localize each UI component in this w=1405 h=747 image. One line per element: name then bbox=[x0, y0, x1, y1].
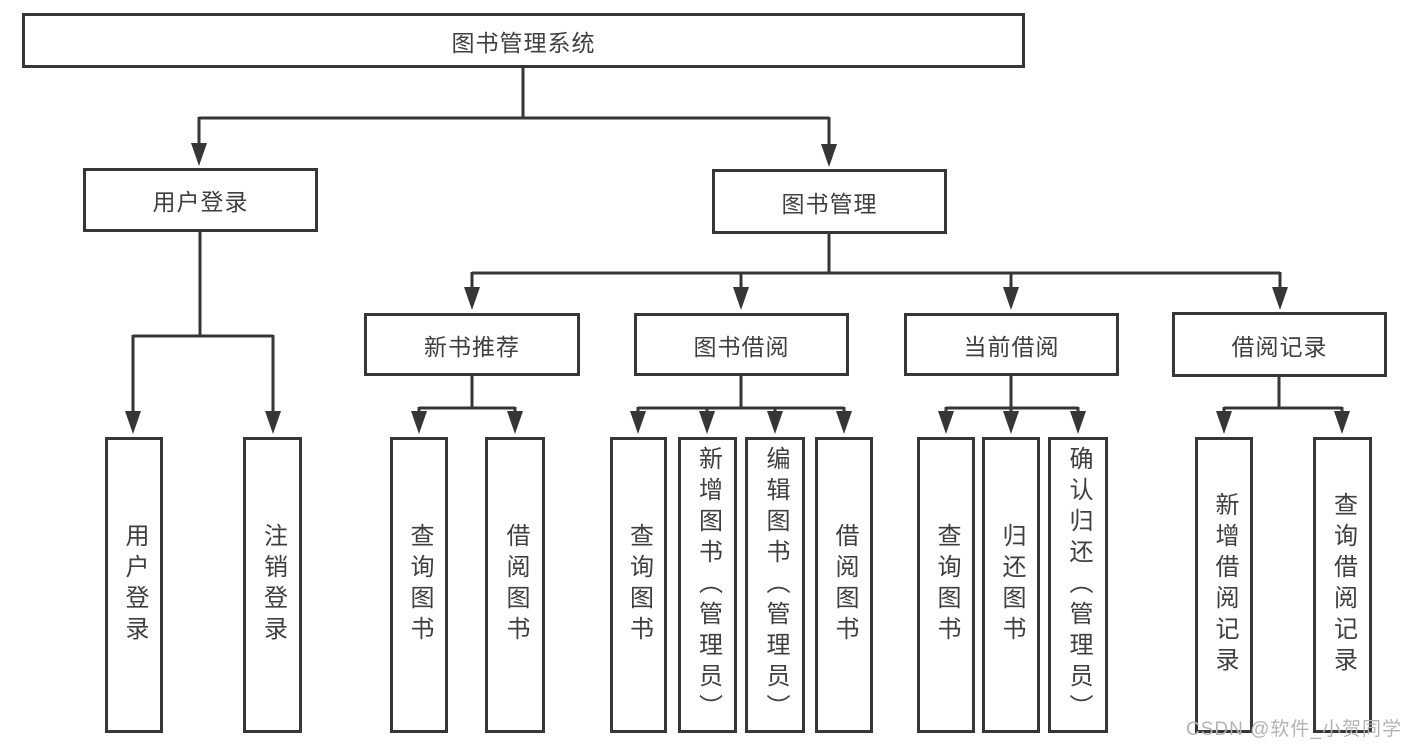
node-new-book-recommendation: 新书推荐 bbox=[364, 313, 580, 376]
connector-root-split bbox=[197, 68, 831, 147]
leaf-edit-book-admin: 编辑图书（管理员） bbox=[745, 437, 805, 733]
connector-borrowing-records-split bbox=[1222, 377, 1344, 414]
connector-new-book-split bbox=[417, 376, 517, 414]
arrowheads bbox=[125, 143, 1350, 434]
leaf-user-login: 用户登录 bbox=[105, 437, 163, 733]
node-book-borrowing: 图书借阅 bbox=[634, 313, 849, 376]
connector-user-login-split bbox=[131, 232, 275, 414]
connector-current-borrowing-split bbox=[944, 376, 1080, 414]
leaf-query-books-current: 查询图书 bbox=[917, 437, 975, 733]
leaf-logout: 注销登录 bbox=[243, 437, 302, 733]
leaf-confirm-return-admin: 确认归还（管理员） bbox=[1048, 437, 1108, 733]
leaf-add-book-admin: 新增图书（管理员） bbox=[678, 437, 737, 733]
leaf-borrow-books-recommend: 借阅图书 bbox=[485, 437, 545, 733]
connector-book-management-split bbox=[470, 234, 1282, 290]
node-root-library-system: 图书管理系统 bbox=[22, 13, 1025, 68]
leaf-query-books-borrowing: 查询图书 bbox=[610, 437, 667, 733]
leaf-query-books-recommend: 查询图书 bbox=[390, 437, 448, 733]
leaf-return-books: 归还图书 bbox=[982, 437, 1040, 733]
node-user-login: 用户登录 bbox=[83, 168, 318, 232]
watermark: CSDN @软件_小贺同学 bbox=[1186, 719, 1402, 740]
node-book-management: 图书管理 bbox=[712, 169, 947, 234]
connector-book-borrowing-split bbox=[636, 376, 846, 414]
node-current-borrowing: 当前借阅 bbox=[904, 313, 1119, 376]
node-borrowing-records: 借阅记录 bbox=[1172, 312, 1387, 377]
leaf-borrow-books: 借阅图书 bbox=[815, 437, 873, 733]
leaf-query-borrow-record: 查询借阅记录 bbox=[1313, 437, 1372, 733]
leaf-add-borrow-record: 新增借阅记录 bbox=[1195, 437, 1253, 733]
